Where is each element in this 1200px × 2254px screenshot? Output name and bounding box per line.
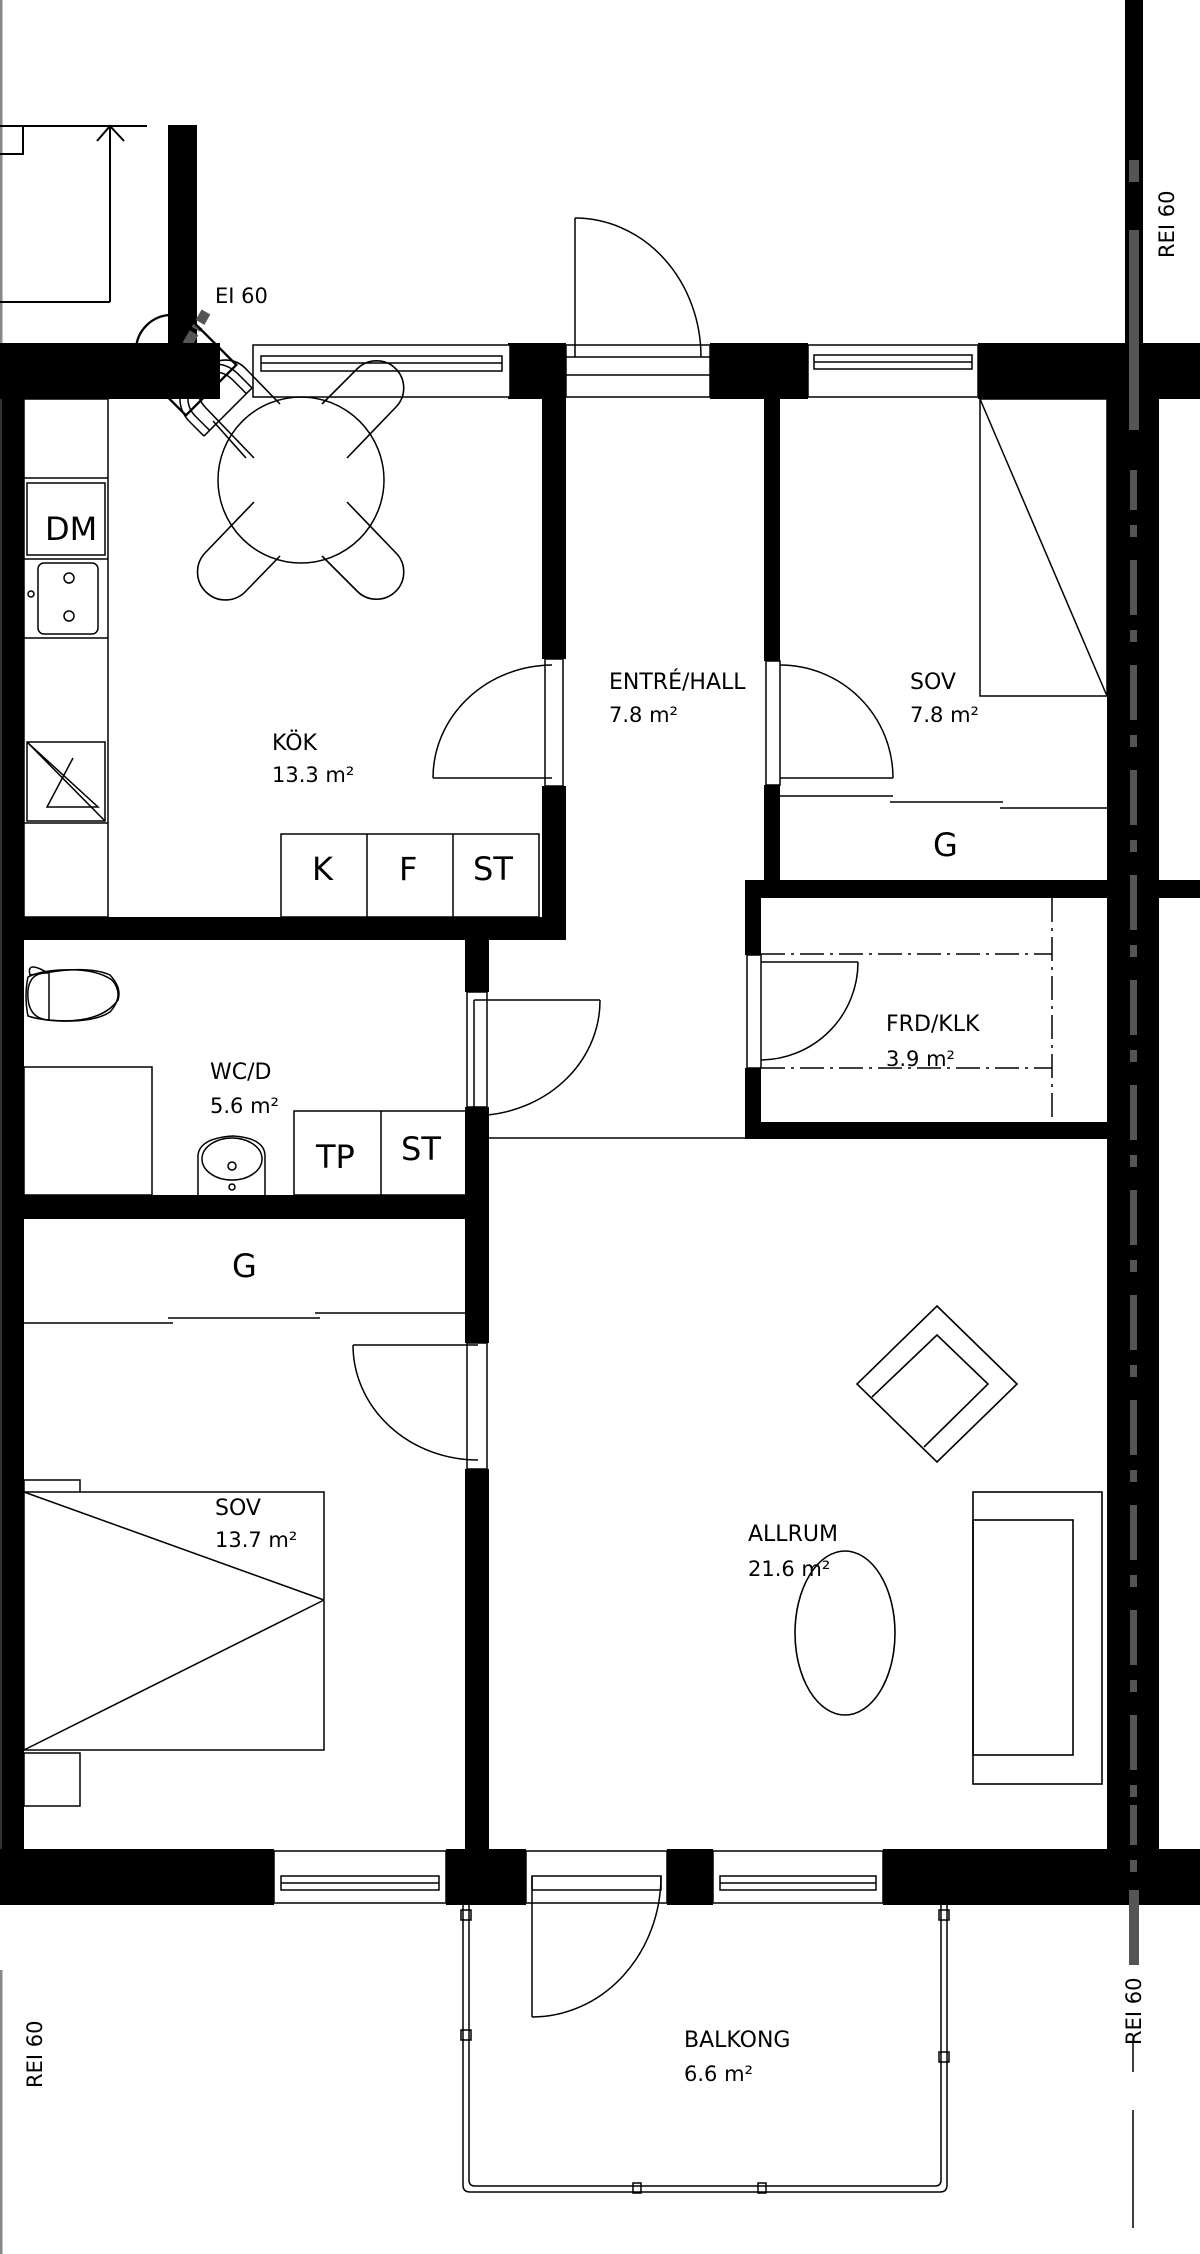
balcony-door-opening (525, 1850, 668, 1904)
room-labels: KÖK 13.3 m² ENTRÉ/HALL 7.8 m² SOV 7.8 m²… (210, 669, 980, 2086)
fire-rating-label-bottom-right: REI 60 (1122, 1978, 1146, 2045)
bathroom-door[interactable] (466, 991, 601, 1116)
kitchen-door[interactable] (432, 658, 564, 787)
dining-chairs (134, 313, 253, 437)
room-area-frd: 3.9 m² (886, 1047, 955, 1071)
balcony-door[interactable] (531, 1875, 662, 2018)
room-name-kok: KÖK (272, 730, 318, 756)
room-area-allrum: 21.6 m² (748, 1557, 830, 1581)
living-furniture (794, 1304, 1103, 1785)
stove-icon (26, 741, 100, 808)
bed-large (23, 1479, 325, 1807)
room-area-entre: 7.8 m² (609, 703, 678, 727)
room-area-kok: 13.3 m² (272, 763, 354, 787)
kitchen-appliance-row (280, 833, 540, 918)
wardrobe-large-doors (24, 1312, 465, 1324)
windows (252, 344, 979, 1904)
room-name-sov-large: SOV (215, 1496, 261, 1521)
entrance-door[interactable] (565, 217, 711, 398)
bedroom-small-door[interactable] (765, 660, 894, 786)
window-sov-large (273, 1850, 447, 1904)
bedroom-large-door[interactable] (352, 1342, 488, 1470)
wardrobe-large-label: G (232, 1247, 257, 1285)
left-wall-edge (0, 399, 2, 1849)
room-name-sov-small: SOV (910, 670, 956, 695)
kitchen-fixtures (23, 396, 385, 918)
room-name-allrum: ALLRUM (748, 1522, 838, 1547)
sofa (972, 1491, 1103, 1785)
fridge-label: K (312, 850, 334, 888)
sink (197, 1135, 266, 1195)
freezer-label: F (399, 850, 417, 888)
storage-door[interactable] (746, 954, 859, 1069)
neighbour-wall (168, 125, 197, 345)
bathroom-fixtures (23, 966, 468, 1196)
chair-tl (179, 363, 253, 437)
outside-stair (0, 0, 147, 345)
fire-rating-label-top-right: REI 60 (1155, 191, 1179, 258)
room-name-entre: ENTRÉ/HALL (609, 669, 746, 695)
kitchen-cabinet-label: ST (473, 850, 513, 888)
shower-area (23, 1066, 153, 1196)
storage-shelves (761, 898, 1053, 1122)
room-name-wc: WC/D (210, 1060, 271, 1085)
fire-rating-label-bottom-left: REI 60 (23, 2021, 47, 2088)
window-sov-small (807, 344, 979, 398)
doors (352, 658, 894, 2018)
room-name-frd: FRD/KLK (886, 1012, 980, 1037)
room-area-sov-large: 13.7 m² (215, 1528, 297, 1552)
bath-cabinet-label: ST (401, 1130, 441, 1168)
dryer-label: TP (315, 1138, 355, 1176)
chairs-simple (196, 359, 405, 601)
fire-rating-label-top-left: EI 60 (215, 284, 268, 308)
window-kitchen (252, 344, 511, 398)
room-name-balkong: BALKONG (684, 2028, 790, 2053)
window-allrum (712, 1850, 884, 1904)
balcony-railing (460, 1905, 950, 2194)
fire-line-right (1129, 230, 1139, 1965)
dishwasher-label: DM (45, 510, 97, 548)
armchair (855, 1304, 1019, 1464)
bed-small (979, 398, 1108, 697)
room-area-sov-small: 7.8 m² (910, 703, 979, 727)
wardrobe-small-doors (780, 795, 1107, 809)
coffee-table (794, 1550, 896, 1716)
room-area-balkong: 6.6 m² (684, 2062, 753, 2086)
wardrobe-small-label: G (933, 826, 958, 864)
dining-table (217, 396, 385, 564)
room-area-wc: 5.6 m² (210, 1094, 279, 1118)
toilet (27, 966, 120, 1022)
